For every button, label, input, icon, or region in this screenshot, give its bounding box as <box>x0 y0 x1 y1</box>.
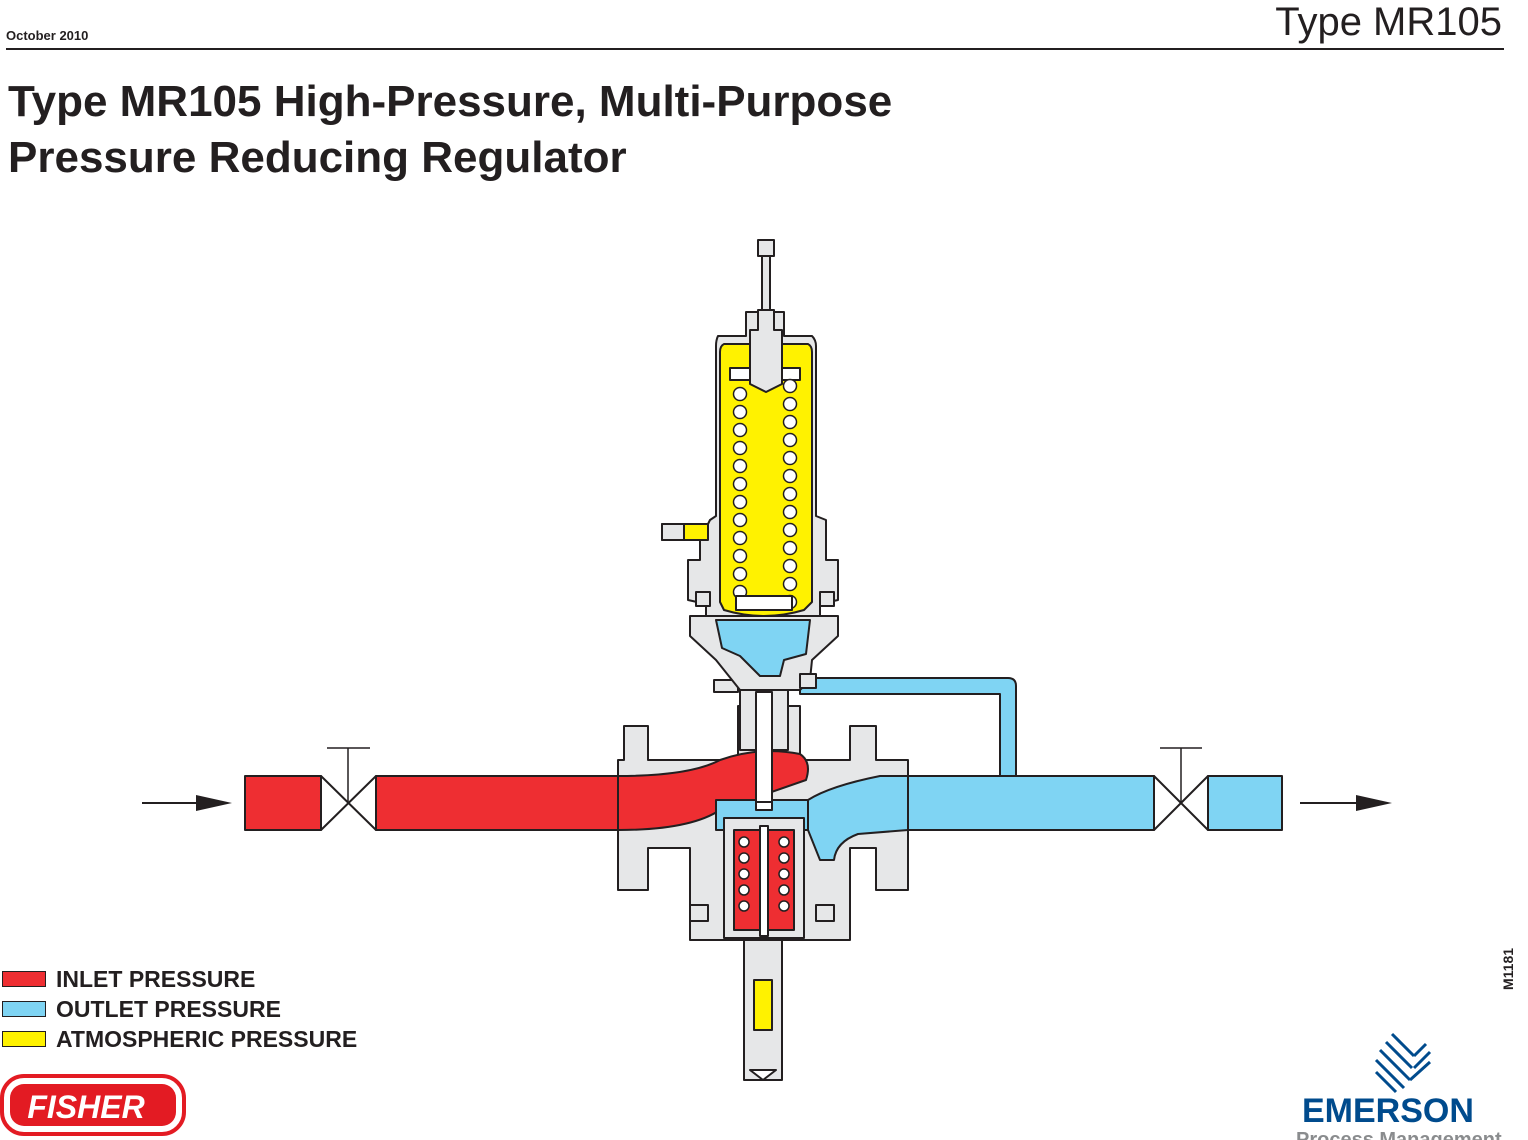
sense-line <box>799 677 1017 777</box>
body-bolt-left <box>689 904 709 922</box>
emerson-logo: EMERSON Process Management <box>1296 1032 1502 1140</box>
legend-swatch-inlet <box>2 971 46 987</box>
legend-swatch-atmospheric <box>2 1031 46 1047</box>
page-title-line-1: Type MR105 High-Pressure, Multi-Purpose <box>8 77 893 126</box>
legend-item-outlet: OUTLET PRESSURE <box>2 994 357 1024</box>
document-date: October 2010 <box>6 28 89 43</box>
bottom-cap <box>743 939 783 1081</box>
lower-stem <box>759 825 769 937</box>
legend-swatch-outlet <box>2 1001 46 1017</box>
fisher-logo-text: FISHER <box>27 1089 144 1125</box>
fisher-logo: FISHER <box>0 1074 186 1136</box>
legend-label-atmospheric: ATMOSPHERIC PRESSURE <box>56 1025 358 1052</box>
casing-bolt-right <box>819 591 835 607</box>
adjusting-screw-body <box>749 309 783 393</box>
lower-spring-seat <box>735 595 793 611</box>
inlet-pipe-segment <box>244 775 322 831</box>
sense-line-fitting <box>799 673 817 689</box>
emerson-logo-text: EMERSON <box>1302 1092 1474 1130</box>
outlet-pipe-main <box>907 775 1155 831</box>
legend-label-inlet: INLET PRESSURE <box>56 965 256 992</box>
figure-id: M1181 <box>1500 947 1516 990</box>
spring-case-vent-cap <box>661 523 685 541</box>
bottom-cap-vent <box>753 979 773 1031</box>
header-rule <box>6 48 1504 50</box>
bottom-cap-tip <box>749 1069 777 1081</box>
body-bolt-right <box>815 904 835 922</box>
outlet-flow-path <box>807 775 909 861</box>
inlet-flow-arrowhead <box>196 795 232 811</box>
legend-item-inlet: INLET PRESSURE <box>2 964 357 994</box>
flow-arrows <box>142 795 1392 811</box>
page-title: Type MR105 High-Pressure, Multi-Purpose … <box>8 74 892 186</box>
emerson-emblem-icon <box>1374 1032 1432 1094</box>
adjusting-screw <box>761 255 771 311</box>
outlet-flow-arrowhead <box>1356 795 1392 811</box>
adjusting-screw-nut <box>757 239 775 257</box>
diaphragm-outlet-chamber <box>715 619 811 677</box>
casing-bolt-left <box>695 591 711 607</box>
page-title-line-2: Pressure Reducing Regulator <box>8 133 627 182</box>
pressure-legend: INLET PRESSURE OUTLET PRESSURE ATMOSPHER… <box>2 964 357 1054</box>
legend-item-atmospheric: ATMOSPHERIC PRESSURE <box>2 1024 357 1054</box>
emerson-tagline: Process Management <box>1296 1129 1502 1140</box>
lower-spring-coils <box>738 836 790 912</box>
outlet-pipe-segment <box>1207 775 1283 831</box>
inlet-pipe-main <box>375 775 619 831</box>
stem-bore <box>755 691 773 803</box>
document-type-header: Type MR105 <box>1275 0 1502 44</box>
legend-label-outlet: OUTLET PRESSURE <box>56 995 281 1022</box>
